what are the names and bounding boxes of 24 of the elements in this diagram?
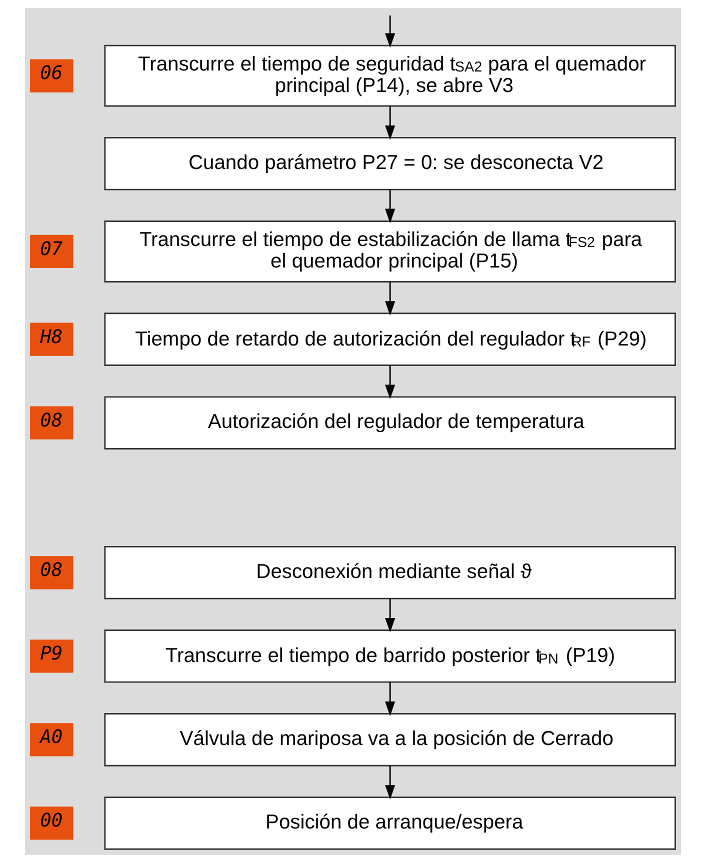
node-label: 08 <box>40 410 63 432</box>
node-label: 07 <box>40 238 63 260</box>
node-box: Transcurre el tiempo de seguridad tSA2 para el quemador principal (P14), se abre V3 <box>104 44 676 107</box>
arrow <box>385 15 396 48</box>
node-label: 00 <box>40 810 63 832</box>
node-box: Válvula de mariposa va a la posición de Cerrado <box>104 713 676 766</box>
arrow <box>385 282 396 316</box>
node-label: P9 <box>40 644 63 665</box>
node-label: 08 <box>40 560 63 582</box>
node-label: 06 <box>40 63 63 84</box>
arrow <box>385 598 396 632</box>
arrow <box>385 365 396 400</box>
arrow <box>385 106 396 140</box>
node-box: Transcurre el tiempo de barrido posterior tPN (P19) <box>104 630 676 683</box>
node-box: Cuando parámetro P27 = 0: se desconecta V2 <box>104 136 676 190</box>
node-box: Transcurre el tiempo de estabilización de llama tFS2 para el quemador principal (P15) <box>104 220 676 282</box>
node-label: A0 <box>40 727 63 748</box>
node-box: Desconexión mediante señal ϑ <box>104 546 676 600</box>
arrow <box>385 682 396 716</box>
node-label: H8 <box>40 326 63 348</box>
node-box: Autorización del regulador de temperatura <box>104 396 676 450</box>
arrow <box>385 766 396 800</box>
arrow <box>385 190 396 224</box>
node-box: Posición de arranque/espera <box>104 796 676 850</box>
